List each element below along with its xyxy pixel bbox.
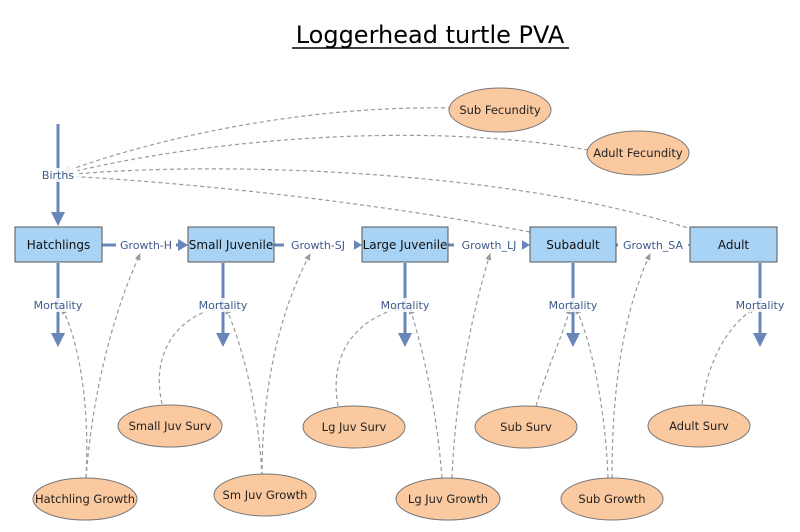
aux-lg-juv-surv[interactable]: Lg Juv Surv xyxy=(302,405,406,449)
sub-fecundity-to-births-link xyxy=(63,107,453,173)
sm-juv-growth-to-mortality-link xyxy=(225,307,263,477)
subadult-to-births-link xyxy=(63,173,531,233)
aux-hatchling-growth-label: Hatchling Growth xyxy=(35,492,135,506)
aux-sub-surv[interactable]: Sub Surv xyxy=(474,405,578,449)
subadult-mortality-arrowhead xyxy=(566,333,580,347)
lg-juv-growth-to-mortality-link xyxy=(408,307,443,479)
subadult-mortality-label-bg xyxy=(545,298,603,312)
growth-sj-label[interactable]: Growth-SJ xyxy=(291,239,345,252)
sub-growth-to-mortality-link xyxy=(575,307,609,479)
aux-sm-juv-growth[interactable]: Sm Juv Growth xyxy=(213,473,317,517)
growth-lj-label-bg xyxy=(454,238,522,252)
aux-sub-fecundity[interactable]: Sub Fecundity xyxy=(448,87,552,133)
stock-small-juvenile-label: Small Juvenile xyxy=(189,238,273,252)
aux-lg-juv-surv-label: Lg Juv Surv xyxy=(322,420,387,434)
adult-mortality-arrowhead xyxy=(753,333,767,347)
adult-fecundity-to-births-link xyxy=(63,134,589,176)
aux-lg-juv-growth[interactable]: Lg Juv Growth xyxy=(395,477,501,521)
aux-sub-surv-label: Sub Surv xyxy=(500,420,552,434)
hatchlings-mortality-label-bg xyxy=(30,298,88,312)
lg-juv-growth-to-growth-lj-link xyxy=(451,253,492,479)
aux-small-juv-surv[interactable]: Small Juv Surv xyxy=(117,404,223,448)
stock-hatchlings[interactable]: Hatchlings xyxy=(14,226,103,263)
growth-h-arrowhead xyxy=(178,239,188,251)
sub-growth-to-growth-sa-link xyxy=(611,253,651,479)
hatchling-growth-to-growth-h-link xyxy=(85,253,141,479)
sm-juv-growth-to-growth-sj-link xyxy=(261,253,311,477)
stock-large-juvenile[interactable]: Large Juvenile xyxy=(361,226,449,263)
stock-small-juvenile[interactable]: Small Juvenile xyxy=(187,226,275,263)
small-juvenile-mortality-label[interactable]: Mortality xyxy=(199,299,248,312)
aux-lg-juv-growth-label: Lg Juv Growth xyxy=(408,492,488,506)
small-juvenile-mortality-arrowhead xyxy=(216,333,230,347)
lg-juv-surv-to-mortality-link xyxy=(335,306,401,407)
stock-hatchlings-label: Hatchlings xyxy=(27,238,90,252)
stock-subadult[interactable]: Subadult xyxy=(529,226,617,263)
hatchlings-mortality-label[interactable]: Mortality xyxy=(34,299,83,312)
aux-adult-surv-label: Adult Surv xyxy=(669,419,729,433)
aux-hatchling-growth[interactable]: Hatchling Growth xyxy=(32,477,138,521)
large-juvenile-mortality-arrowhead xyxy=(398,333,412,347)
aux-adult-fecundity[interactable]: Adult Fecundity xyxy=(586,130,690,176)
growth-sa-label[interactable]: Growth_SA xyxy=(623,239,684,252)
births-label-bg xyxy=(38,168,78,182)
aux-adult-surv[interactable]: Adult Surv xyxy=(647,404,751,448)
aux-sub-growth-label: Sub Growth xyxy=(578,492,645,506)
aux-small-juv-surv-label: Small Juv Surv xyxy=(129,419,212,433)
growth-h-label-bg xyxy=(116,238,176,252)
adult-surv-to-mortality-link xyxy=(701,307,756,405)
growth-lj-arrowhead xyxy=(520,239,530,251)
aux-adult-fecundity-label: Adult Fecundity xyxy=(593,146,683,160)
small-juv-surv-to-mortality-link xyxy=(158,306,219,405)
stock-large-juvenile-label: Large Juvenile xyxy=(363,238,448,252)
aux-sub-growth[interactable]: Sub Growth xyxy=(560,477,664,521)
hatchlings-mortality-arrowhead xyxy=(51,333,65,347)
sub-surv-to-mortality-link xyxy=(535,307,572,407)
growth-sj-label-bg xyxy=(284,238,354,252)
growth-sa-label-bg xyxy=(618,238,688,252)
adult-mortality-label-bg xyxy=(731,298,789,312)
adult-to-births-link xyxy=(63,168,701,233)
small-juvenile-mortality-label-bg xyxy=(195,298,253,312)
hatchling-growth-to-mortality-link xyxy=(61,307,88,479)
growth-h-label[interactable]: Growth-H xyxy=(120,239,172,252)
stock-adult-label: Adult xyxy=(718,238,750,252)
growth-sj-arrowhead xyxy=(352,239,362,251)
large-juvenile-mortality-label-bg xyxy=(377,298,435,312)
adult-mortality-label[interactable]: Mortality xyxy=(736,299,785,312)
stock-subadult-label: Subadult xyxy=(546,238,600,252)
births-label[interactable]: Births xyxy=(42,169,74,182)
subadult-mortality-label[interactable]: Mortality xyxy=(549,299,598,312)
diagram-title: Loggerhead turtle PVA xyxy=(296,21,565,49)
large-juvenile-mortality-label[interactable]: Mortality xyxy=(381,299,430,312)
aux-sm-juv-growth-label: Sm Juv Growth xyxy=(223,488,308,502)
aux-sub-fecundity-label: Sub Fecundity xyxy=(459,103,541,117)
births-flow-arrowhead xyxy=(51,212,65,226)
growth-lj-label[interactable]: Growth_LJ xyxy=(462,239,517,252)
stock-adult[interactable]: Adult xyxy=(689,226,778,263)
